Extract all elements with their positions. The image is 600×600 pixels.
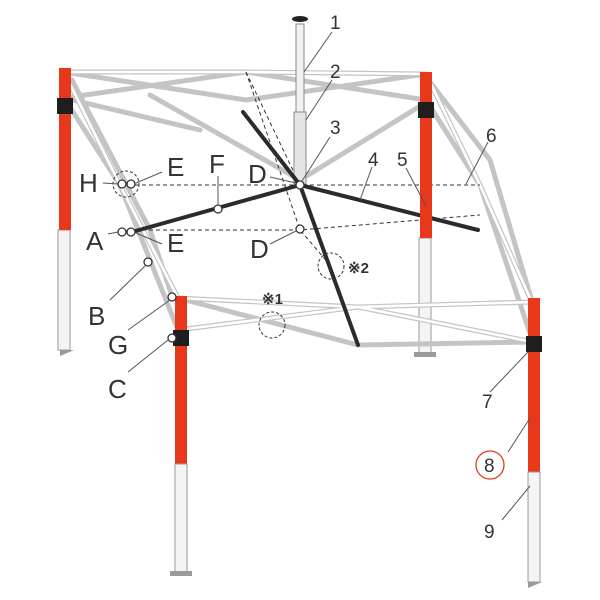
label-8: 8 bbox=[484, 456, 495, 477]
label-4: 4 bbox=[368, 150, 379, 171]
label-9: 9 bbox=[484, 522, 495, 543]
joint-markers bbox=[112, 170, 345, 343]
label-6: 6 bbox=[486, 126, 497, 147]
leader-lines bbox=[102, 31, 531, 521]
center-pole bbox=[292, 16, 308, 185]
leg-back-left-red bbox=[57, 68, 73, 230]
leg-front-left bbox=[170, 296, 192, 576]
label-A: A bbox=[86, 226, 104, 256]
label-2: 2 bbox=[330, 62, 341, 83]
label-B: B bbox=[88, 301, 105, 331]
label-1: 1 bbox=[330, 13, 341, 34]
leg-front-right bbox=[526, 298, 542, 588]
label-E-upper: E bbox=[167, 152, 184, 182]
pole-cap-icon bbox=[292, 16, 308, 22]
label-D-upper: D bbox=[248, 159, 267, 189]
label-G: G bbox=[108, 330, 128, 360]
label-7: 7 bbox=[482, 392, 493, 413]
note-2: ※2 bbox=[348, 260, 369, 277]
leg-back-left-lower bbox=[57, 229, 74, 356]
label-3: 3 bbox=[330, 118, 341, 139]
highlight-ring-8 bbox=[475, 450, 505, 480]
label-F: F bbox=[209, 149, 225, 179]
label-5: 5 bbox=[397, 150, 408, 171]
label-E-lower: E bbox=[167, 228, 184, 258]
leg-back-right-red bbox=[418, 72, 434, 238]
leg-back-right-lower bbox=[414, 237, 436, 357]
label-H: H bbox=[79, 168, 98, 198]
note-1: ※1 bbox=[262, 291, 283, 308]
label-D-lower: D bbox=[250, 234, 269, 264]
label-C: C bbox=[108, 374, 127, 404]
